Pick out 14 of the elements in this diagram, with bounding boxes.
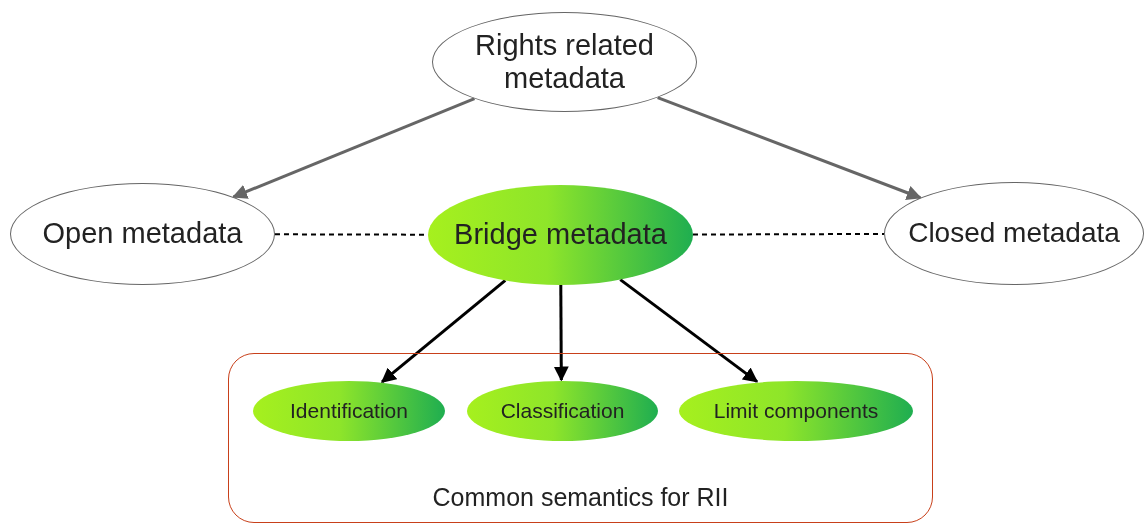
node-label: Open metadata [41, 217, 244, 251]
arrow [619, 278, 759, 383]
node-label: Bridge metadata [453, 218, 668, 252]
arrow [232, 97, 476, 199]
node-label: Rights related metadata [474, 28, 655, 96]
dashed-connector [692, 232, 885, 236]
group-frame [228, 353, 933, 523]
arrow [553, 285, 569, 382]
node-label: Classification [499, 398, 626, 424]
node-label: Limit components [712, 398, 880, 424]
group-label: Common semantics for RII [431, 483, 730, 512]
node-label: Identification [289, 398, 409, 424]
node-label: Closed metadata [907, 217, 1121, 250]
arrow [657, 96, 922, 200]
